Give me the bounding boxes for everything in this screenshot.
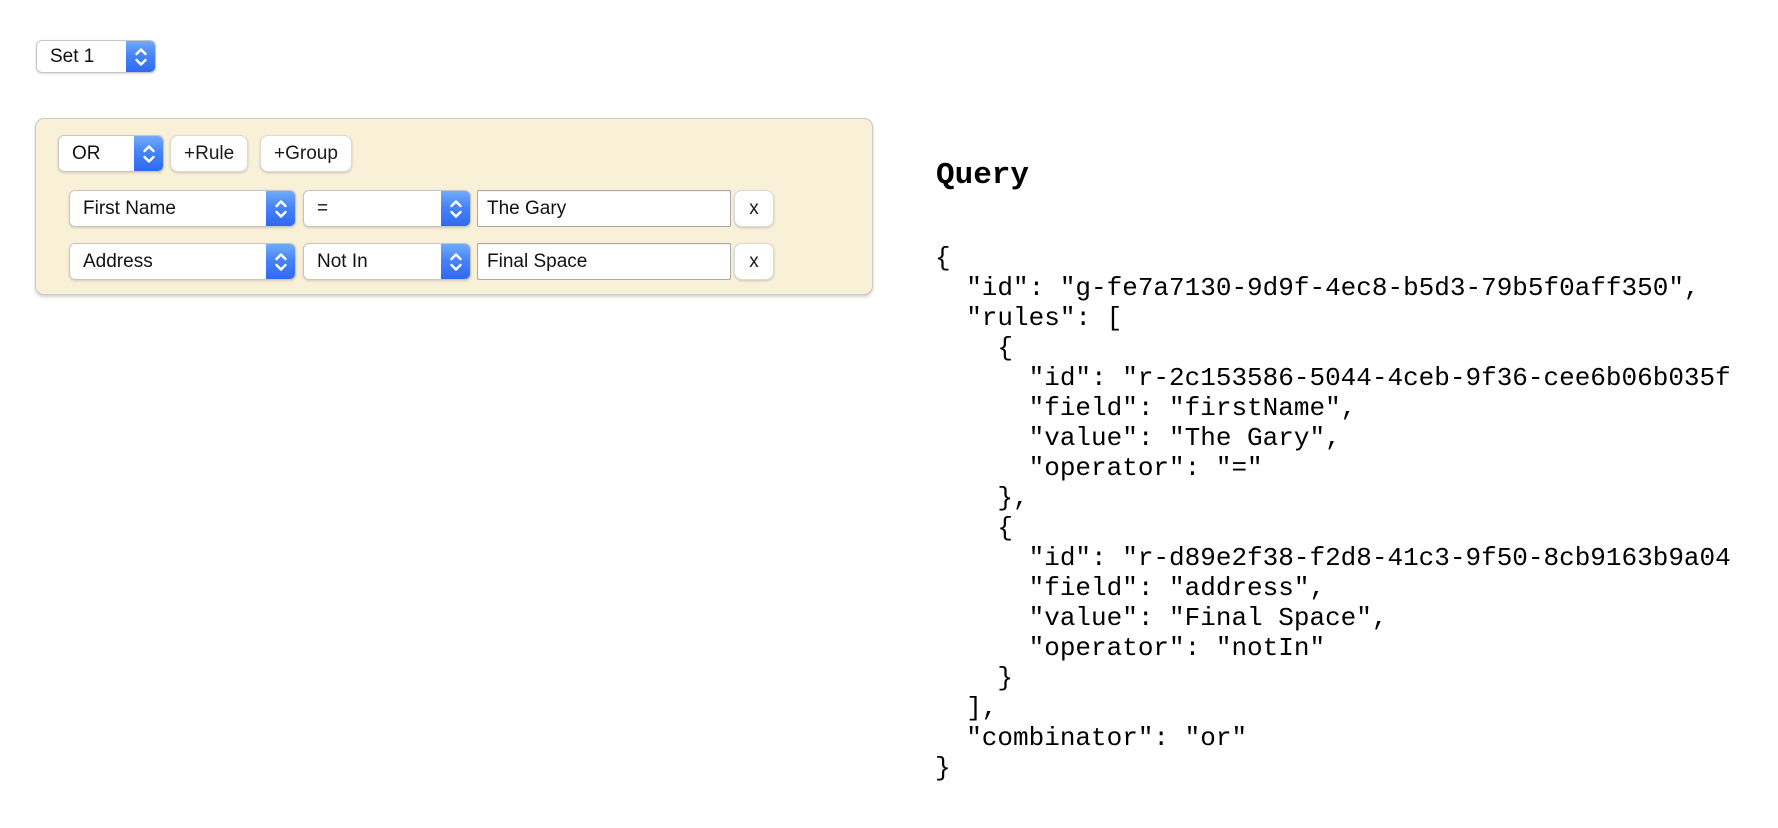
value-input[interactable] xyxy=(477,243,731,280)
field-select-label: First Name xyxy=(83,197,176,219)
remove-rule-button[interactable]: x xyxy=(734,190,774,227)
chevron-updown-icon xyxy=(126,41,155,72)
remove-rule-button[interactable]: x xyxy=(734,243,774,280)
set-selector[interactable]: Set 1 xyxy=(36,40,156,73)
query-json-output: { "id": "g-fe7a7130-9d9f-4ec8-b5d3-79b5f… xyxy=(935,243,1731,783)
combinator-select[interactable]: OR xyxy=(58,135,164,172)
operator-select-label: Not In xyxy=(317,250,368,272)
combinator-select-label: OR xyxy=(72,142,101,164)
operator-select[interactable]: Not In xyxy=(303,243,471,280)
query-title: Query xyxy=(936,158,1030,193)
set-selector-label: Set 1 xyxy=(50,45,95,67)
add-rule-button[interactable]: +Rule xyxy=(170,135,249,172)
value-input[interactable] xyxy=(477,190,731,227)
chevron-updown-icon xyxy=(441,244,470,279)
add-group-button[interactable]: +Group xyxy=(260,135,352,172)
operator-select-label: = xyxy=(317,197,329,219)
field-select[interactable]: First Name xyxy=(69,190,296,227)
field-select-label: Address xyxy=(83,250,153,272)
rule-group: OR +Rule +Group First Name = xyxy=(35,118,873,295)
field-select[interactable]: Address xyxy=(69,243,296,280)
chevron-updown-icon xyxy=(266,244,295,279)
chevron-updown-icon xyxy=(134,136,163,171)
operator-select[interactable]: = xyxy=(303,190,471,227)
chevron-updown-icon xyxy=(441,191,470,226)
chevron-updown-icon xyxy=(266,191,295,226)
